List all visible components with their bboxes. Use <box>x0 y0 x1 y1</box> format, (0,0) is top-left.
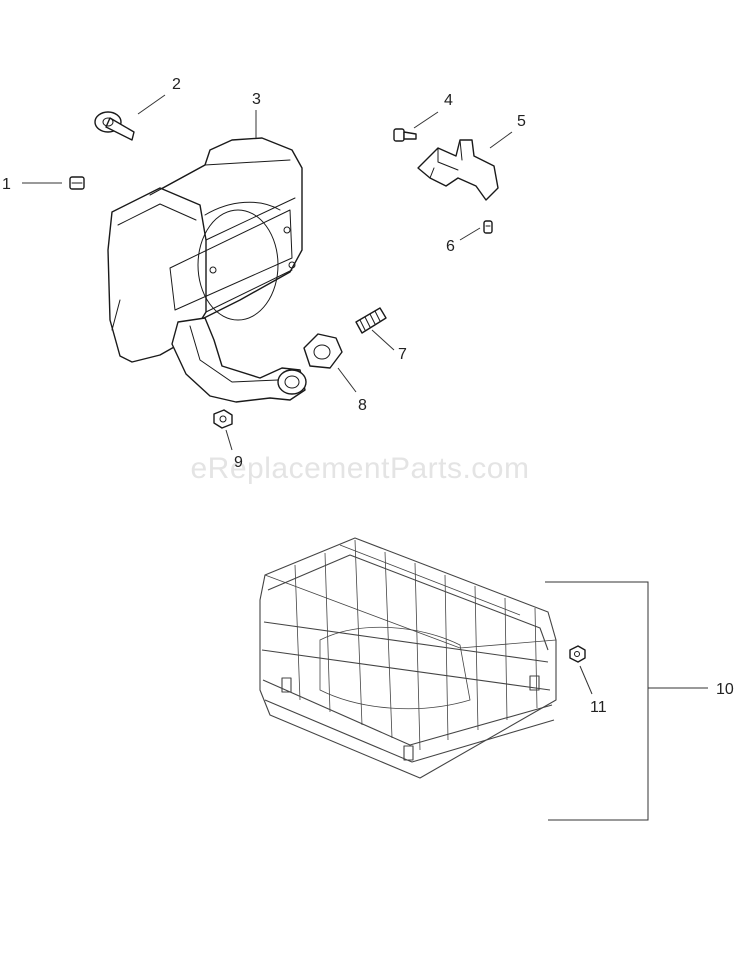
threaded-stud-part <box>355 307 387 334</box>
flange-nut-part <box>213 409 233 429</box>
deflector-part <box>94 111 135 141</box>
callout-labels: 1 2 3 4 5 6 7 8 9 10 11 <box>2 76 734 716</box>
callout-10: 10 <box>716 681 734 698</box>
callout-4: 4 <box>444 92 453 109</box>
gasket-part <box>303 333 343 369</box>
callout-2: 2 <box>172 76 181 93</box>
callout-1: 1 <box>2 176 11 193</box>
callout-7: 7 <box>398 346 407 363</box>
callout-3: 3 <box>252 91 261 108</box>
bracket-part <box>417 139 499 201</box>
small-screw-part <box>483 220 493 234</box>
callout-5: 5 <box>517 113 526 130</box>
leader-lines <box>22 94 708 821</box>
callout-8: 8 <box>358 397 367 414</box>
watermark-text: eReplacementParts.com <box>191 452 530 485</box>
callout-11: 11 <box>590 699 607 716</box>
muffler-guard <box>259 537 557 779</box>
muffler <box>107 137 307 403</box>
callout-6: 6 <box>446 238 455 255</box>
screw-part <box>393 128 417 142</box>
guard-nut-part <box>569 645 586 663</box>
callout-9: 9 <box>234 454 243 471</box>
hex-nut-part <box>69 176 85 190</box>
